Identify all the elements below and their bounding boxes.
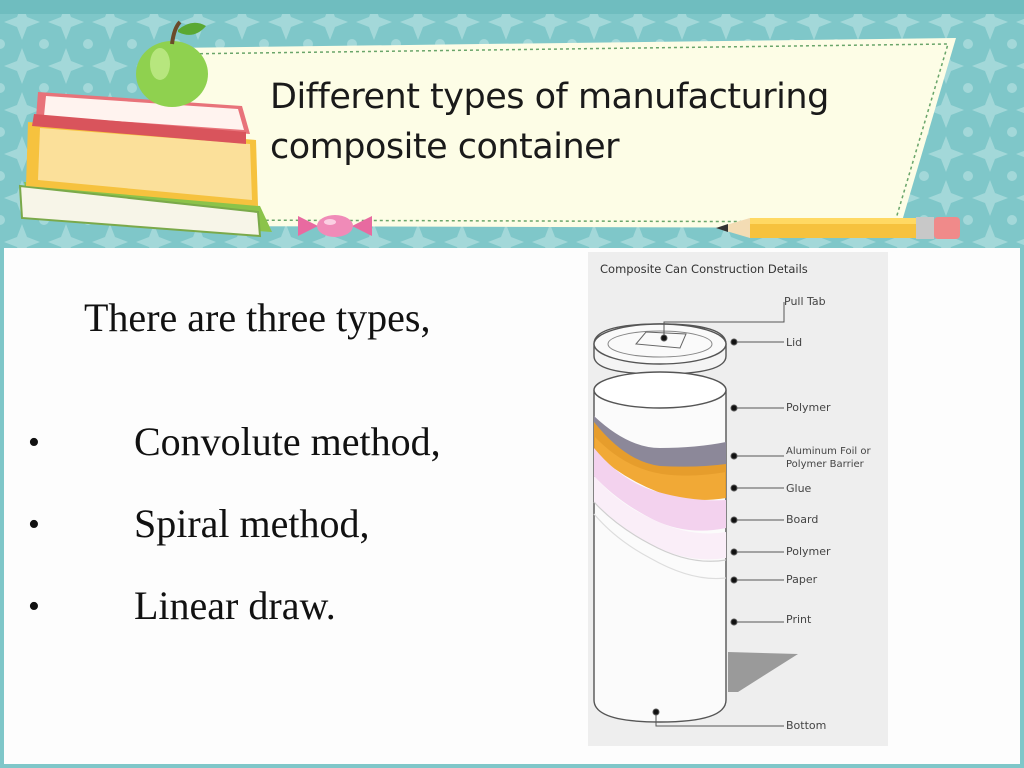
label-lid: Lid [786, 336, 803, 349]
title-banner [170, 38, 956, 228]
label-print: Print [786, 613, 812, 626]
bullet-marker: • [28, 588, 40, 625]
pull-tab-shape [635, 331, 687, 349]
title-line-2: composite container [270, 127, 620, 167]
bullet-text: Spiral method, [134, 501, 370, 546]
intro-text: There are three types, [84, 295, 431, 340]
apple-icon [136, 20, 208, 107]
bullet-text: Linear draw. [134, 583, 336, 628]
composite-can-diagram: Composite Can Construction Details Pull … [588, 252, 888, 746]
label-glue: Glue [786, 482, 812, 495]
label-pull-tab: Pull Tab [784, 295, 826, 308]
label-foil-line2: Polymer Barrier [786, 459, 864, 470]
bullet-text: Convolute method, [134, 419, 441, 464]
label-foil-line1: Aluminum Foil or [786, 446, 871, 457]
list-item: • Spiral method, [24, 500, 544, 582]
label-polymer-inner: Polymer [786, 545, 831, 558]
composite-can-illustration [593, 302, 798, 727]
bullet-list: • Convolute method, • Spiral method, • L… [24, 418, 544, 664]
board-layer [594, 448, 726, 531]
label-bottom: Bottom [786, 719, 827, 732]
polymer-layer [594, 476, 726, 560]
book-stack-icon [18, 92, 272, 238]
list-item: • Linear draw. [24, 582, 544, 664]
label-board: Board [786, 513, 819, 526]
title-line-1: Different types of manufacturing [270, 77, 829, 117]
figure-title: Composite Can Construction Details [600, 262, 808, 276]
slide-title: Different types of manufacturing composi… [270, 72, 910, 172]
label-polymer-outer: Polymer [786, 401, 831, 414]
pencil-icon [716, 217, 960, 239]
label-paper: Paper [786, 573, 818, 586]
can-shadow [728, 652, 798, 692]
list-item: • Convolute method, [24, 418, 544, 500]
glue-layer [594, 422, 726, 500]
candy-icon [298, 215, 372, 237]
bullet-marker: • [28, 424, 40, 461]
bullet-marker: • [28, 506, 40, 543]
